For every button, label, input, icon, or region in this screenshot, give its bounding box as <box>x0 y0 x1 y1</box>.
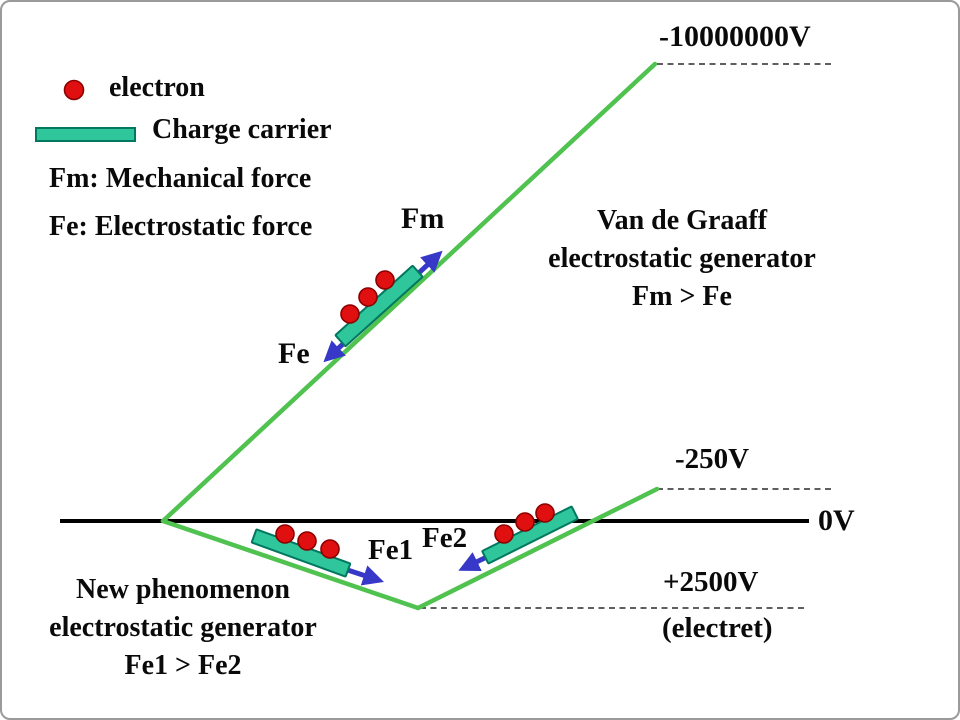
new-phenomenon-caption-line1: New phenomenon <box>76 574 290 605</box>
new-generator-right-slope <box>415 486 660 611</box>
fe-force-label: Fe <box>278 337 310 370</box>
fe-definition-label: Fe: Electrostatic force <box>49 211 313 242</box>
voltage-top-terminal: -10000000V <box>659 20 811 53</box>
van-de-graaff-caption-line3: Fm > Fe <box>632 281 732 312</box>
new-phenomenon-caption-line2: electrostatic generator <box>49 612 317 643</box>
electron-dot <box>515 512 535 532</box>
voltage-plus2500: +2500V <box>663 566 759 598</box>
fe1-force-label: Fe1 <box>368 534 414 566</box>
electron-dot <box>297 531 317 551</box>
electron-dot <box>358 287 378 307</box>
legend-electron-label: electron <box>109 72 205 103</box>
van-de-graaff-caption-line1: Van de Graaff <box>596 205 768 236</box>
electron-dot <box>340 304 360 324</box>
legend-electron-icon <box>63 79 85 101</box>
fm-definition-label: Fm: Mechanical force <box>49 163 312 194</box>
electron-dot <box>535 503 555 523</box>
voltage-ground: 0V <box>818 504 855 537</box>
electron-dot <box>320 539 340 559</box>
legend-charge-carrier-label: Charge carrier <box>152 114 332 145</box>
legend-charge-carrier-icon <box>35 127 136 142</box>
new-phenomenon-caption-line3: Fe1 > Fe2 <box>124 650 242 681</box>
electron-dot <box>275 524 295 544</box>
new-phenomenon-caption: New phenomenon electrostatic generator F… <box>23 571 343 685</box>
electron-dot <box>375 270 395 290</box>
van-de-graaff-caption-line2: electrostatic generator <box>548 243 816 274</box>
voltage-minus250: -250V <box>675 443 750 475</box>
new-generator-left-slope <box>160 518 421 611</box>
fm-force-label: Fm <box>401 202 445 235</box>
fe2-force-label: Fe2 <box>422 522 468 554</box>
electret-caption: (electret) <box>662 612 773 644</box>
van-de-graaff-caption: Van de Graaff electrostatic generator Fm… <box>522 202 842 316</box>
electron-dot <box>494 524 514 544</box>
